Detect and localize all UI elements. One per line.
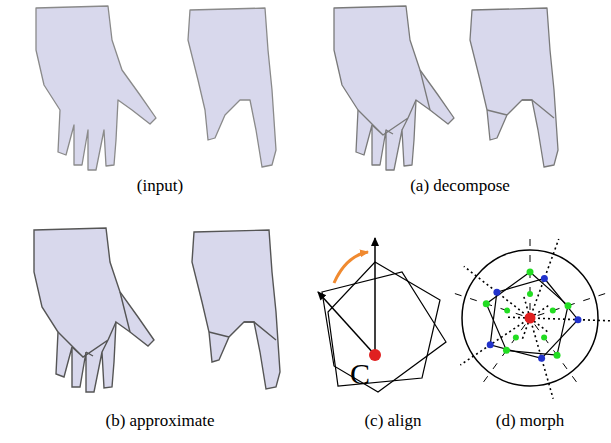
morph-stroke xyxy=(538,355,545,362)
morph-stroke xyxy=(574,316,581,323)
approximated-hands xyxy=(34,228,280,392)
center-label: C xyxy=(350,358,370,390)
morph-stroke xyxy=(527,291,533,297)
morph-stroke xyxy=(565,302,572,309)
morph-stroke xyxy=(454,293,522,315)
panel-caption: (a) decompose xyxy=(410,176,510,196)
morph-stroke xyxy=(483,300,490,307)
hand-silhouettes xyxy=(36,6,276,170)
morph-illustration xyxy=(454,238,611,399)
morph-stroke xyxy=(493,289,500,296)
morph-stroke xyxy=(490,279,578,359)
morph-stroke xyxy=(550,308,556,314)
morph-stroke xyxy=(483,324,525,382)
panel-caption: (d) morph xyxy=(496,411,564,431)
morph-stroke xyxy=(541,275,548,282)
panel-caption: (input) xyxy=(137,176,183,196)
panel-caption: (c) align xyxy=(364,411,421,431)
morph-stroke xyxy=(554,352,561,359)
morph-stroke xyxy=(525,313,536,324)
morph-stroke xyxy=(503,347,510,354)
morph-stroke xyxy=(508,317,611,321)
morph-stroke xyxy=(487,341,494,348)
panel-caption: (b) approximate xyxy=(105,411,214,431)
align-illustration xyxy=(318,238,446,392)
morph-stroke xyxy=(541,334,547,340)
morph-stroke xyxy=(513,334,519,340)
morph-stroke xyxy=(504,308,510,314)
morph-stroke xyxy=(527,269,534,276)
decomposed-hands xyxy=(334,6,558,170)
